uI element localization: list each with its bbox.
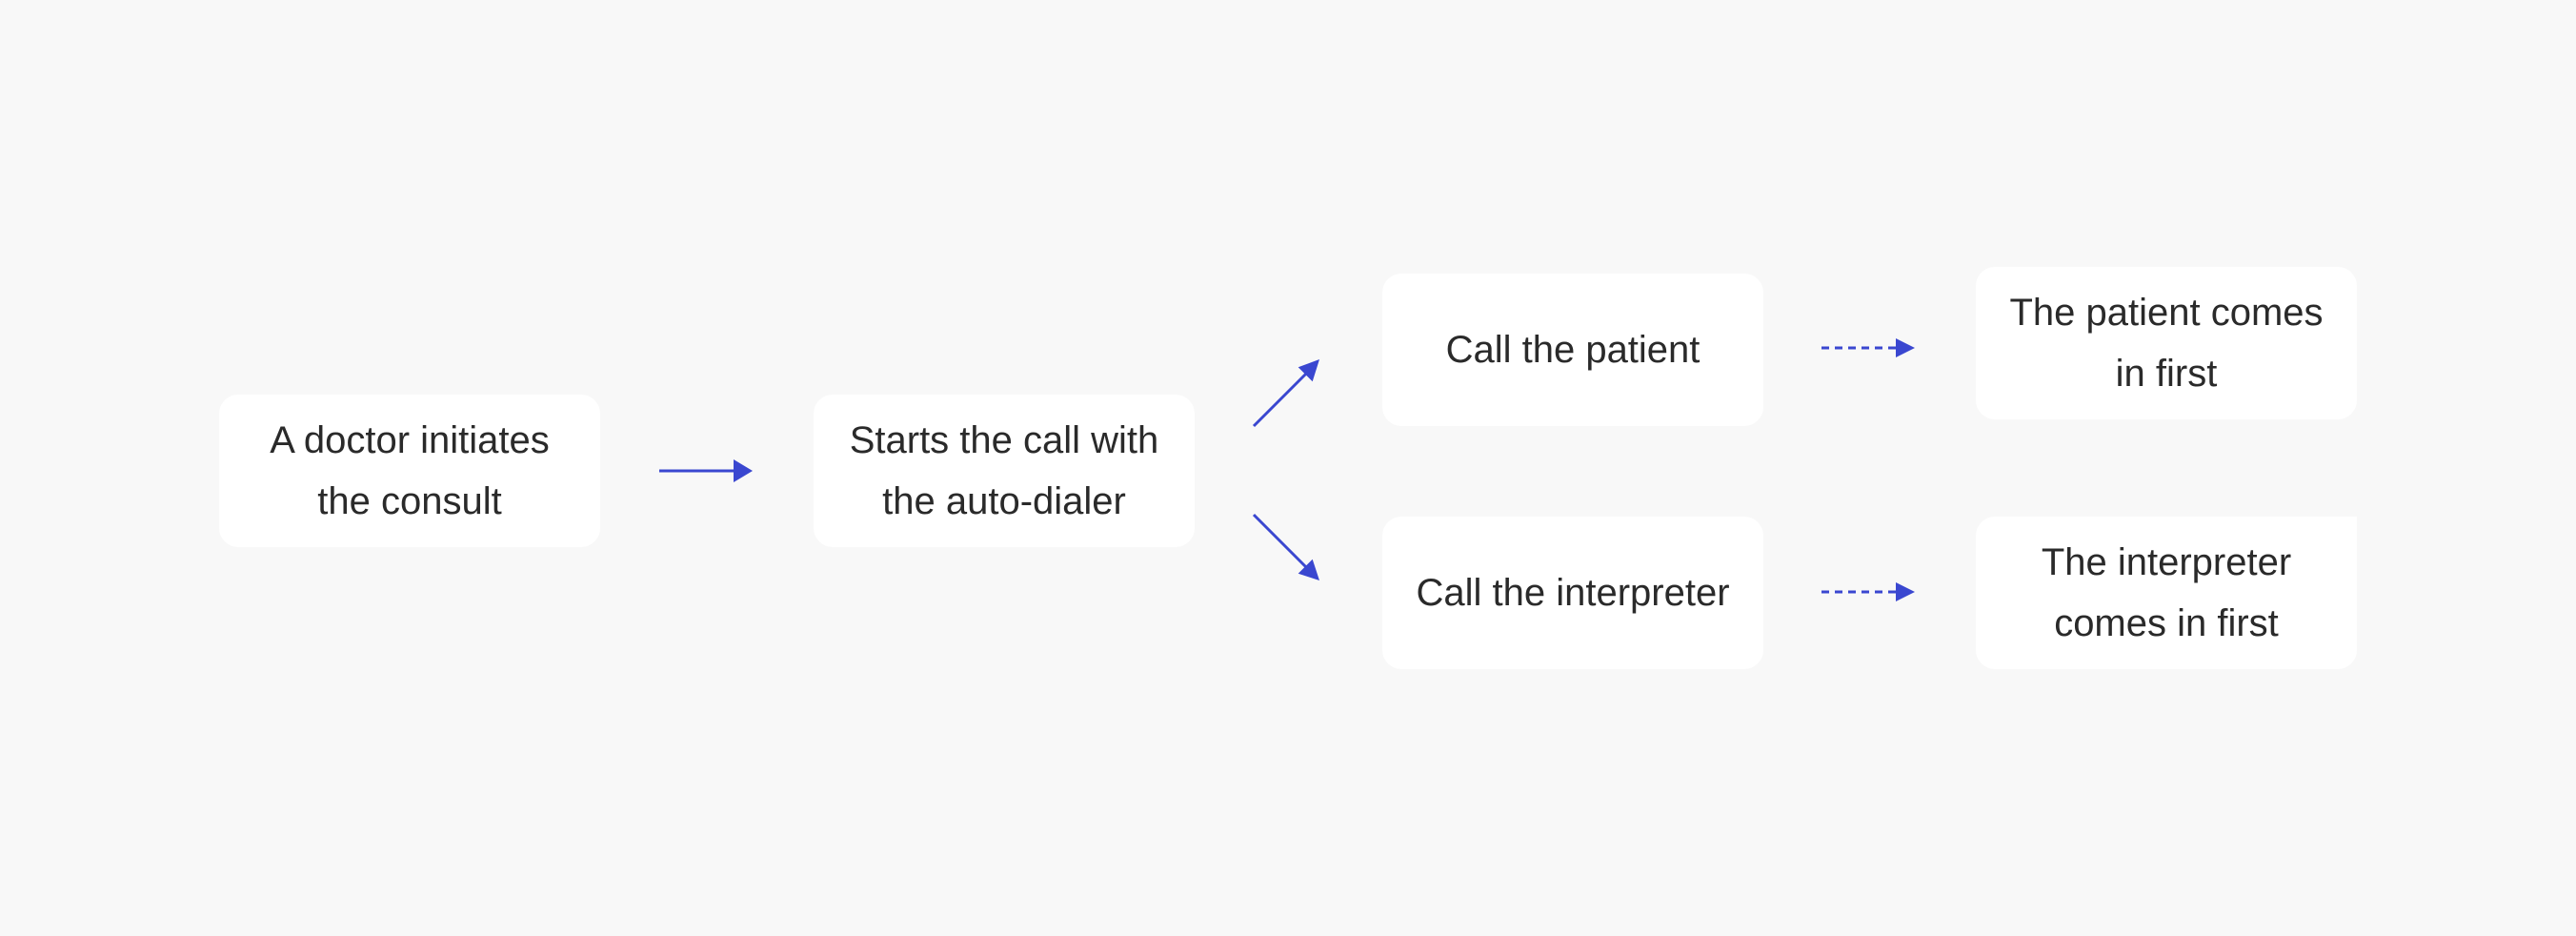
arrow-autodialer-to-patient: [1252, 371, 1309, 428]
arrowhead-icon: [1298, 359, 1319, 382]
node-doctor-initiates-consult: A doctor initiates the consult: [219, 395, 600, 547]
node-label: The interpreter comes in first: [2041, 541, 2292, 644]
node-label: Call the patient: [1445, 329, 1701, 371]
node-label: Starts the call with the auto-dialer: [849, 419, 1159, 522]
node-call-patient: Call the patient: [1382, 274, 1763, 426]
arrow-autodialer-to-interpreter: [1252, 513, 1309, 570]
node-label: Call the interpreter: [1416, 572, 1730, 614]
node-label: The patient comes in first: [2009, 292, 2324, 395]
arrowhead-icon: [1298, 559, 1319, 580]
node-label: A doctor initiates the consult: [270, 419, 550, 522]
node-interpreter-comes-first: The interpreter comes in first: [1976, 517, 2357, 669]
node-start-call-auto-dialer: Starts the call with the auto-dialer: [814, 395, 1195, 547]
arrowhead-icon: [1896, 338, 1915, 357]
arrowhead-icon: [1896, 582, 1915, 601]
node-patient-comes-first: The patient comes in first: [1976, 267, 2357, 419]
arrowhead-icon: [734, 459, 753, 482]
node-call-interpreter: Call the interpreter: [1382, 517, 1763, 669]
